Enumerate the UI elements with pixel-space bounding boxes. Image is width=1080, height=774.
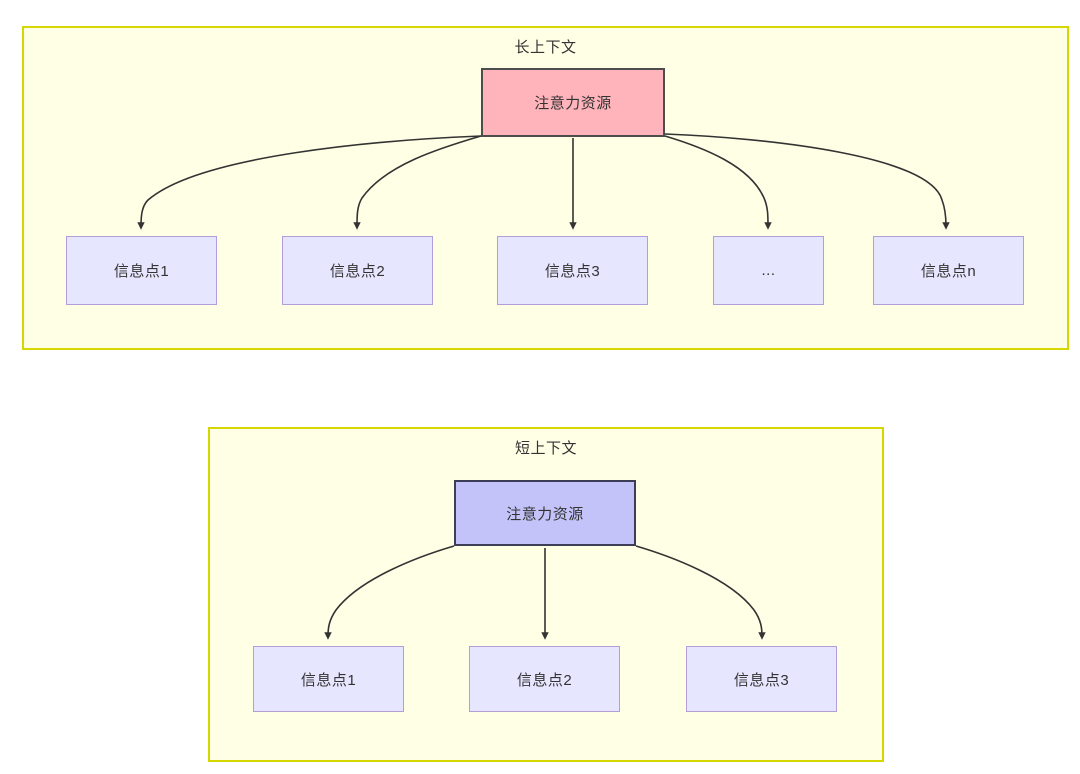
node-info-short-1[interactable]: 信息点1 — [253, 646, 404, 712]
node-label: 信息点3 — [733, 671, 790, 689]
node-info-long-n[interactable]: 信息点n — [873, 236, 1024, 305]
node-label: 信息点1 — [300, 671, 357, 689]
node-info-long-2[interactable]: 信息点2 — [282, 236, 433, 305]
node-info-long-3[interactable]: 信息点3 — [497, 236, 648, 305]
group-short-context-title: 短上下文 — [514, 440, 577, 457]
node-info-short-3[interactable]: 信息点3 — [686, 646, 837, 712]
node-info-long-ellipsis[interactable]: ... — [713, 236, 824, 305]
node-attention-short-context[interactable]: 注意力资源 — [454, 480, 636, 546]
node-info-short-2[interactable]: 信息点2 — [469, 646, 620, 712]
node-label: 信息点2 — [516, 671, 573, 689]
node-info-long-1[interactable]: 信息点1 — [66, 236, 217, 305]
node-label: ... — [761, 262, 776, 279]
group-long-context-title: 长上下文 — [514, 39, 577, 56]
node-label: 注意力资源 — [506, 505, 584, 523]
node-label: 信息点n — [920, 263, 977, 280]
node-label: 注意力资源 — [534, 95, 612, 112]
node-attention-long-context[interactable]: 注意力资源 — [481, 68, 665, 137]
node-label: 信息点1 — [113, 263, 170, 280]
node-label: 信息点2 — [329, 263, 386, 280]
node-label: 信息点3 — [544, 263, 601, 280]
